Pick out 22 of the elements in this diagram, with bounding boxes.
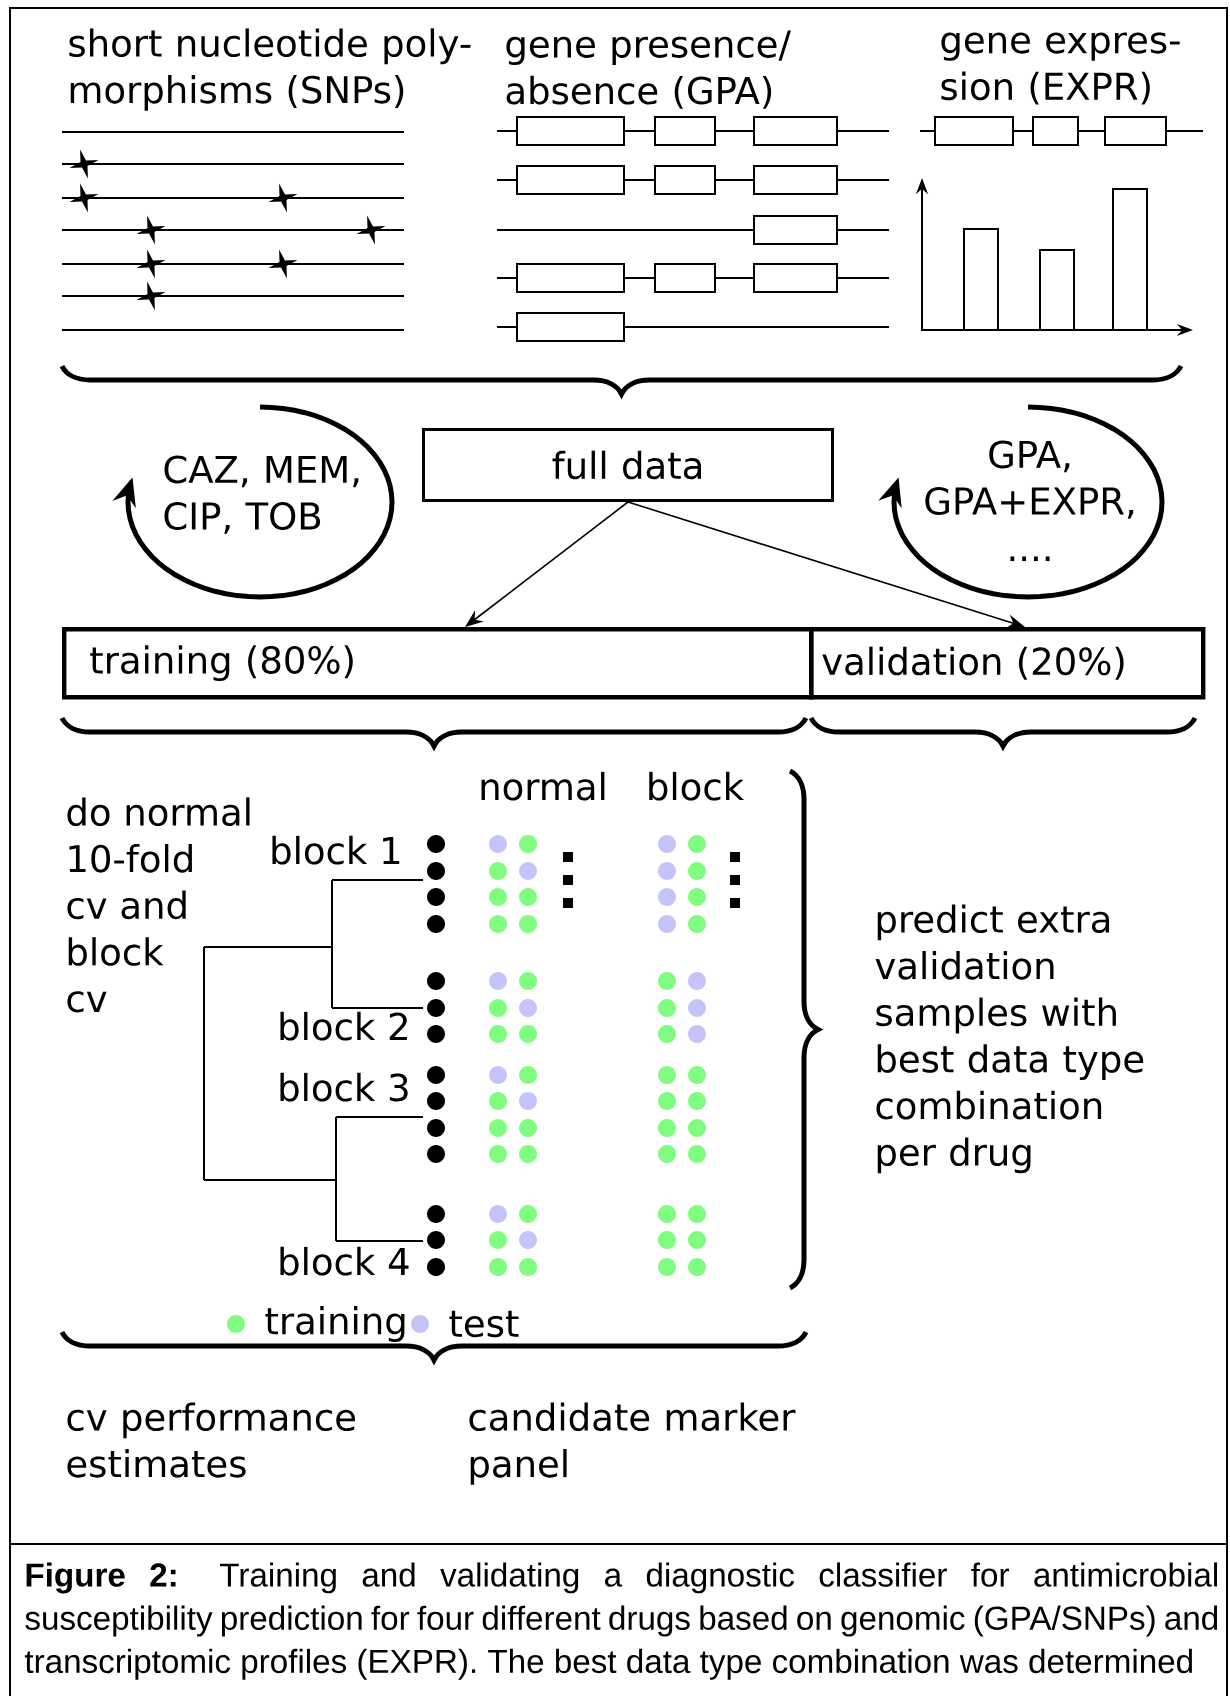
step-note: do normal 10-fold cv and block cv xyxy=(67,797,250,1013)
data-box: full data xyxy=(422,428,834,502)
block-label: block 2 xyxy=(280,1011,407,1041)
arrow xyxy=(465,501,629,627)
partition-box: validation (20%) xyxy=(809,627,1206,700)
block-label: block 1 xyxy=(272,835,400,865)
block-label: block 3 xyxy=(280,1072,408,1102)
outcome-label: candidate marker panel xyxy=(469,1402,796,1485)
partition-box: training (80%) xyxy=(62,627,814,700)
column-heading: gene expres- sion (EXPR) xyxy=(941,32,1180,105)
data-type-list: GPA, GPA+EXPR, .... xyxy=(925,440,1134,562)
block-label: block 4 xyxy=(280,1246,409,1276)
step-note: predict extra validation samples with best data type combination per drug xyxy=(875,904,1144,1174)
drug-list: CAZ, MEM, CIP, TOB xyxy=(164,455,359,534)
figure-caption: Figure 2: Training and validating a diagnostic classifier for antimicrobial susceptibility prediction for four different drugs based on genomic (GPA/SNPs) and transcriptomic profiles (EXPR). The best data type combination was determined xyxy=(24,1562,1218,1680)
column-heading: block xyxy=(649,771,744,801)
column-heading: normal xyxy=(481,771,605,801)
column-heading: short nucleotide poly- morphisms (SNPs) xyxy=(69,28,471,111)
legend-label: test xyxy=(449,1310,519,1338)
outcome-label: cv performance estimates xyxy=(67,1402,355,1478)
column-heading: gene presence/ absence (GPA) xyxy=(506,30,791,109)
legend-label: training xyxy=(265,1306,405,1342)
